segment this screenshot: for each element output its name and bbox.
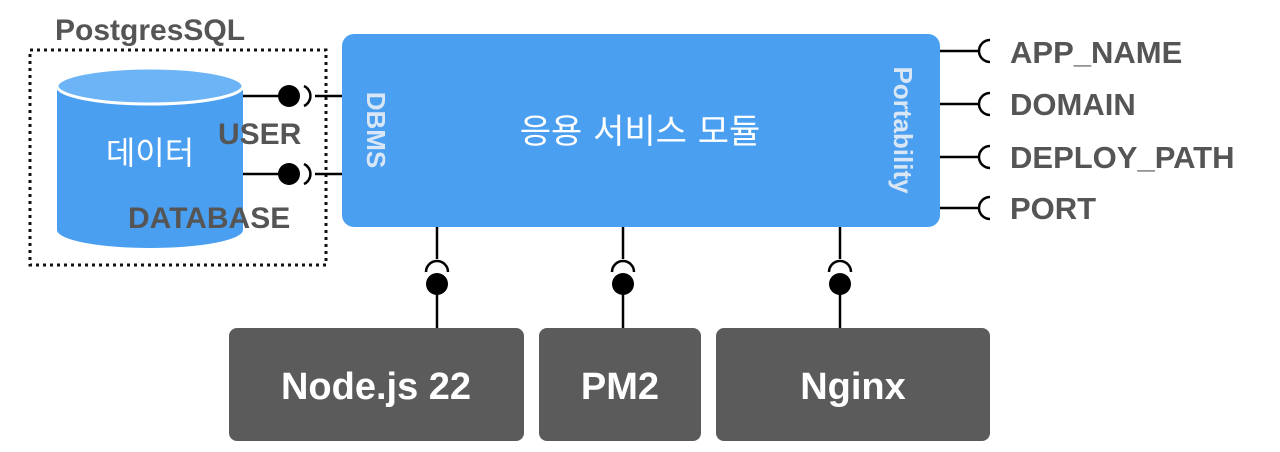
connector-nginx (827, 227, 853, 328)
module-right-interface: Portability (888, 66, 918, 194)
port-label-user: USER (218, 118, 302, 151)
runtime-label-nginx: Nginx (800, 366, 906, 408)
database-label: 데이터 (106, 134, 194, 172)
config-label-port: PORT (1010, 191, 1096, 226)
config-label-domain: DOMAIN (1010, 87, 1136, 122)
config-label-deploy-path: DEPLOY_PATH (1010, 140, 1235, 175)
module-title: 응용 서비스 모듈 (520, 112, 761, 152)
runtime-label-nodejs: Node.js 22 (281, 366, 471, 408)
cylinder-top (55, 66, 245, 106)
config-port-deploy-path (940, 144, 991, 170)
config-port-port (940, 195, 991, 221)
connector-user (243, 84, 343, 108)
runtime-label-pm2: PM2 (581, 366, 659, 408)
database-cylinder: 데이터 (55, 66, 245, 248)
runtime-nodejs: Node.js 22 (229, 328, 524, 441)
port-label-database: DATABASE (128, 202, 290, 235)
module-left-interface: DBMS (361, 92, 391, 169)
connector-nodejs (424, 227, 450, 328)
application-module: 응용 서비스 모듈 DBMS Portability (342, 34, 940, 227)
config-port-app-name (940, 38, 991, 64)
connector-database (243, 162, 343, 186)
config-port-domain (940, 91, 991, 117)
module-box (342, 34, 940, 227)
runtime-pm2: PM2 (539, 328, 701, 441)
container-boundary (28, 48, 328, 267)
connector-pm2 (610, 227, 636, 328)
config-label-app-name: APP_NAME (1010, 35, 1182, 70)
container-label: PostgresSQL (55, 14, 245, 47)
runtime-nginx: Nginx (716, 328, 990, 441)
cylinder-body (57, 86, 243, 248)
